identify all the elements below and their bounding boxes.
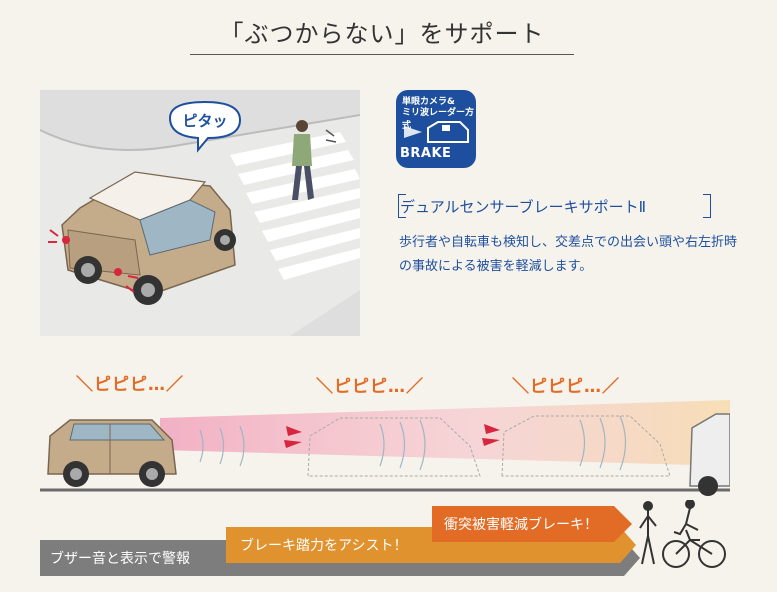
step-brake-arrow xyxy=(432,506,632,542)
beep-sfx-1: ＼ピピピ…／ xyxy=(76,375,184,395)
speech-bubble-text: ピタッ xyxy=(182,112,227,130)
pedestrian-cyclist-icon xyxy=(639,500,726,568)
feature-description: 歩行者や自転車も検知し、交差点での出会い頭や右左折時の事故による被害を軽減します… xyxy=(399,235,738,274)
page-title: 「ぶつからない」をサポート xyxy=(219,20,545,48)
front-car-illustration xyxy=(689,413,730,496)
beep-sfx-2: ＼ピピピ…／ xyxy=(316,377,424,397)
title-divider xyxy=(190,54,574,55)
title-bracket-left xyxy=(398,194,406,218)
speech-bubble: ピタッ xyxy=(168,100,242,153)
approach-illustration xyxy=(40,400,730,496)
car-side-illustration xyxy=(47,419,177,487)
feature-title: デュアルセンサーブレーキサポートⅡ xyxy=(400,198,647,216)
radar-car-icon xyxy=(404,121,469,143)
title-bracket-right xyxy=(703,194,711,218)
step-assist-label: ブレーキ踏力をアシスト！ xyxy=(240,538,408,554)
beep-sfx-3: ＼ピピピ…／ xyxy=(512,377,620,397)
brake-badge: 単眼カメラ& ミリ波レーダー方式 BRAKE xyxy=(396,90,476,168)
step-brake-bar: 衝突被害軽減ブレーキ！ xyxy=(432,506,632,542)
badge-brake-label: BRAKE xyxy=(400,146,452,161)
badge-line2: ミリ波レーダー方式 xyxy=(402,108,475,131)
pedestrian-illustration xyxy=(292,120,337,200)
step-brake-label: 衝突被害軽減ブレーキ！ xyxy=(444,517,598,533)
step-warning-label: ブザー音と表示で警報 xyxy=(50,551,190,567)
crosswalk-illustration: ピタッ xyxy=(40,90,360,336)
badge-line1: 単眼カメラ& xyxy=(402,97,455,107)
car-illustration xyxy=(48,171,236,305)
